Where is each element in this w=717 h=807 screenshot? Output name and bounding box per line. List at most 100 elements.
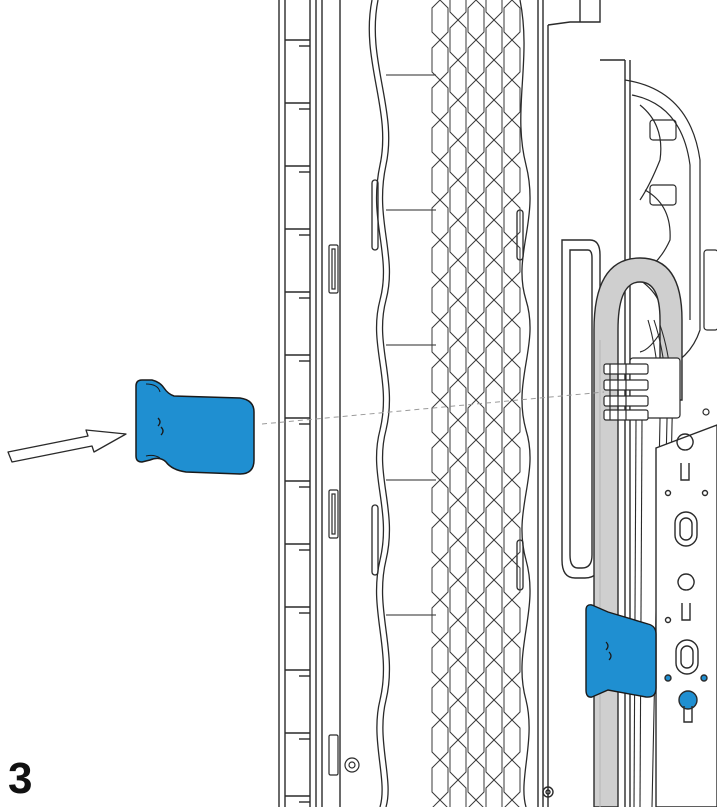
- honeycomb-cell: [485, 139, 503, 181]
- honeycomb-cell: [503, 439, 521, 481]
- honeycomb-cell: [485, 739, 503, 781]
- honeycomb-cell: [503, 0, 521, 41]
- honeycomb-cell: [485, 0, 503, 21]
- honeycomb-cell: [467, 0, 485, 41]
- honeycomb-cell: [485, 179, 503, 221]
- honeycomb-cell: [503, 319, 521, 361]
- loose-clip: [135, 379, 255, 475]
- honeycomb-cell: [485, 539, 503, 581]
- honeycomb-cell: [449, 619, 467, 661]
- honeycomb-cell: [449, 179, 467, 221]
- honeycomb-cell: [449, 539, 467, 581]
- honeycomb-cell: [467, 119, 485, 161]
- honeycomb-cell: [467, 679, 485, 721]
- honeycomb-cell: [485, 419, 503, 461]
- honeycomb-cell: [431, 479, 449, 521]
- honeycomb-cell: [503, 119, 521, 161]
- honeycomb-cell: [503, 279, 521, 321]
- honeycomb-cell: [503, 759, 521, 801]
- gasket-cross-lines: [386, 74, 436, 616]
- honeycomb-cell: [485, 579, 503, 621]
- honeycomb-cell: [467, 279, 485, 321]
- honeycomb-cell: [431, 519, 449, 561]
- honeycomb-cell: [431, 679, 449, 721]
- honeycomb-cell: [503, 719, 521, 761]
- honeycomb-mesh: [431, 0, 521, 807]
- honeycomb-cell: [449, 499, 467, 541]
- honeycomb-cell: [485, 99, 503, 141]
- honeycomb-cell: [467, 639, 485, 681]
- installed-clip: [585, 604, 657, 698]
- honeycomb-cell: [503, 79, 521, 121]
- honeycomb-cell: [449, 299, 467, 341]
- honeycomb-cell: [431, 0, 449, 41]
- honeycomb-cell: [431, 439, 449, 481]
- honeycomb-cell: [449, 259, 467, 301]
- honeycomb-cell: [431, 199, 449, 241]
- honeycomb-cell: [485, 499, 503, 541]
- honeycomb-cell: [431, 79, 449, 121]
- honeycomb-cell: [431, 39, 449, 81]
- honeycomb-cell: [485, 619, 503, 661]
- brand-mark-icon: [157, 417, 164, 436]
- honeycomb-cell: [467, 79, 485, 121]
- honeycomb-cell: [431, 639, 449, 681]
- honeycomb-cell: [485, 659, 503, 701]
- honeycomb-cell: [503, 679, 521, 721]
- honeycomb-cell: [467, 759, 485, 801]
- honeycomb-cell: [467, 319, 485, 361]
- honeycomb-cell: [467, 199, 485, 241]
- honeycomb-cell: [485, 379, 503, 421]
- honeycomb-cell: [467, 159, 485, 201]
- honeycomb-cell: [467, 719, 485, 761]
- honeycomb-cell: [485, 219, 503, 261]
- honeycomb-cell: [467, 559, 485, 601]
- door-frame-rail: [278, 0, 341, 807]
- honeycomb-cell: [504, 799, 520, 807]
- arrow-right-icon: [7, 429, 127, 463]
- honeycomb-cell: [503, 39, 521, 81]
- honeycomb-cell: [485, 19, 503, 61]
- honeycomb-cell: [449, 139, 467, 181]
- honeycomb-cell: [449, 379, 467, 421]
- honeycomb-cell: [449, 659, 467, 701]
- rail-slots: [328, 244, 360, 776]
- honeycomb-cell: [431, 279, 449, 321]
- honeycomb-cell: [503, 159, 521, 201]
- honeycomb-cell: [468, 799, 484, 807]
- honeycomb-cell: [449, 419, 467, 461]
- honeycomb-cell: [467, 519, 485, 561]
- honeycomb-cell: [503, 399, 521, 441]
- honeycomb-cell: [449, 699, 467, 741]
- honeycomb-cell: [467, 399, 485, 441]
- honeycomb-cell: [431, 399, 449, 441]
- honeycomb-cell: [449, 19, 467, 61]
- honeycomb-cell: [467, 239, 485, 281]
- honeycomb-cell: [503, 479, 521, 521]
- honeycomb-cell: [485, 259, 503, 301]
- honeycomb-cell: [503, 639, 521, 681]
- honeycomb-cell: [431, 119, 449, 161]
- honeycomb-cell: [431, 559, 449, 601]
- honeycomb-cell: [467, 359, 485, 401]
- honeycomb-cell: [432, 799, 448, 807]
- honeycomb-cell: [503, 599, 521, 641]
- alignment-guide: [261, 391, 605, 425]
- honeycomb-cell: [485, 59, 503, 101]
- honeycomb-cell: [431, 759, 449, 801]
- honeycomb-cell: [449, 579, 467, 621]
- honeycomb-cell: [449, 739, 467, 781]
- honeycomb-cell: [431, 359, 449, 401]
- honeycomb-cell: [485, 699, 503, 741]
- honeycomb-cell: [449, 59, 467, 101]
- honeycomb-cell: [431, 239, 449, 281]
- honeycomb-cell: [467, 479, 485, 521]
- honeycomb-cell: [467, 39, 485, 81]
- honeycomb-cell: [467, 599, 485, 641]
- honeycomb-cell: [485, 779, 503, 807]
- step-number: 3: [8, 754, 33, 803]
- honeycomb-cell: [449, 0, 467, 21]
- wire-connector: [603, 357, 681, 421]
